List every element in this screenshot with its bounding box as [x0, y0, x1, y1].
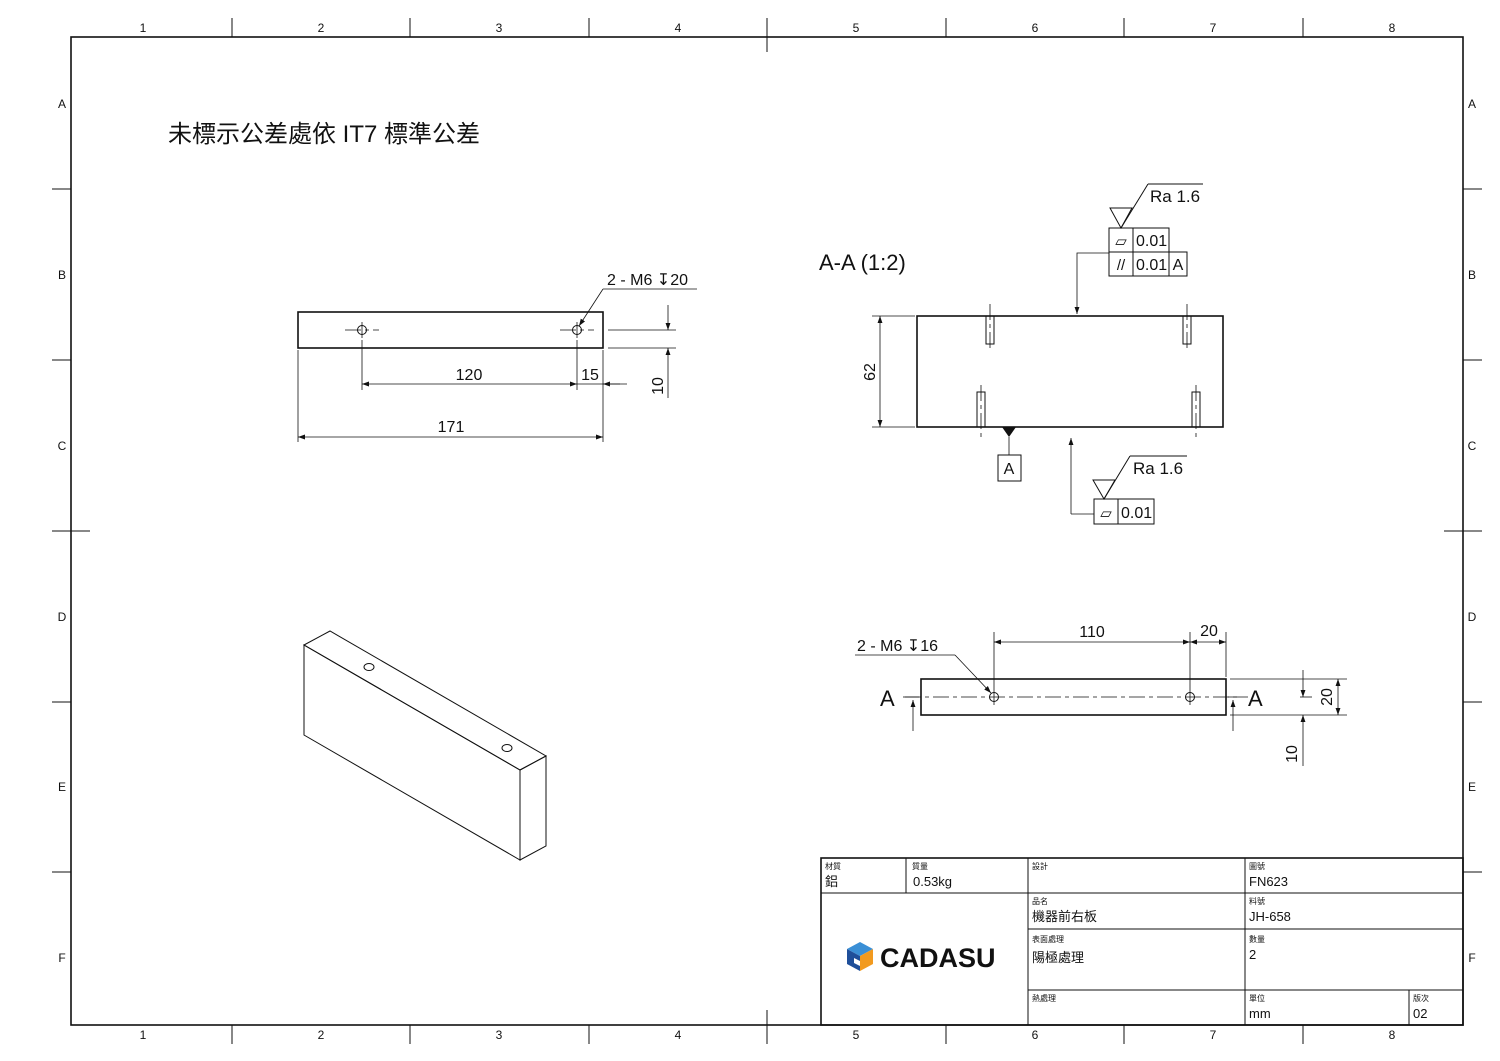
- mass-label: 質量: [912, 861, 928, 871]
- section-view: A-A (1:2) 62 Ra 1.6 ▱ 0.01 //: [819, 183, 1224, 525]
- row-label: D: [1468, 610, 1477, 624]
- gdt-top-datum: A: [1173, 257, 1184, 274]
- row-label: C: [1468, 439, 1477, 453]
- col-label: 1: [140, 1028, 147, 1042]
- material-label: 材質: [825, 861, 841, 871]
- col-label: 7: [1210, 1028, 1217, 1042]
- cadasu-logo: CADASU: [847, 942, 996, 973]
- col-label: 6: [1032, 1028, 1039, 1042]
- col-label: 5: [853, 1028, 860, 1042]
- row-label: B: [58, 268, 66, 282]
- title-block: 材質 鋁 質量 0.53kg 設計 圖號 FN623 品名 機器前右板 料號 J…: [820, 857, 1464, 1026]
- col-label: 2: [318, 21, 325, 35]
- dim-171: 171: [438, 419, 465, 436]
- bottom-roughness: Ra 1.6: [1133, 459, 1183, 478]
- quantity-label: 數量: [1249, 934, 1265, 944]
- col-label: 3: [496, 21, 503, 35]
- gdt-top-flatness: 0.01: [1136, 233, 1167, 250]
- revision-value: 02: [1413, 1006, 1427, 1021]
- section-title: A-A (1:2): [819, 250, 906, 275]
- hole-marker: [345, 322, 379, 338]
- front-view: 2 - M6 ↧16 110 20 A A 20 10: [855, 623, 1347, 766]
- drawing-no-value: FN623: [1249, 874, 1288, 889]
- revision-label: 版次: [1413, 993, 1429, 1003]
- top-hole-callout: 2 - M6 ↧20: [607, 272, 688, 289]
- drawing-no-label: 圖號: [1249, 861, 1265, 871]
- col-label: 1: [140, 21, 147, 35]
- row-label: D: [58, 610, 67, 624]
- col-label: 8: [1389, 1028, 1396, 1042]
- col-label: 8: [1389, 21, 1396, 35]
- col-label: 4: [675, 21, 682, 35]
- gdt-top-parallel: 0.01: [1136, 257, 1167, 274]
- surface-value: 陽極處理: [1032, 950, 1084, 965]
- isometric-view: [302, 630, 548, 861]
- top-roughness: Ra 1.6: [1150, 187, 1200, 206]
- flatness-icon: ▱: [1115, 233, 1127, 250]
- front-hole-callout: 2 - M6 ↧16: [857, 638, 938, 655]
- dim-110: 110: [1079, 624, 1105, 641]
- column-labels-top: 1 2 3 4 5 6 7 8: [140, 21, 1396, 35]
- col-label: 6: [1032, 21, 1039, 35]
- cube-icon: [847, 942, 873, 971]
- logo-text: CADASU: [880, 943, 996, 973]
- top-view: 2 - M6 ↧20 120 15 171 10: [297, 272, 697, 442]
- dim-10-top: 10: [650, 377, 667, 395]
- part-name-label: 品名: [1032, 896, 1048, 906]
- col-label: 2: [318, 1028, 325, 1042]
- column-labels-bottom: 1 2 3 4 5 6 7 8: [140, 1028, 1396, 1042]
- row-label: A: [58, 97, 66, 111]
- heat-label: 熱處理: [1032, 993, 1056, 1003]
- row-label: E: [1468, 780, 1476, 794]
- flatness-icon: ▱: [1100, 505, 1112, 522]
- dim-20-side: 20: [1319, 688, 1336, 706]
- section-outline: [916, 315, 1224, 428]
- quantity-value: 2: [1249, 947, 1256, 962]
- gdt-frame-bottom: ▱ 0.01: [1093, 498, 1155, 525]
- row-label: C: [58, 439, 67, 453]
- row-label: E: [58, 780, 66, 794]
- part-no-label: 料號: [1249, 896, 1265, 906]
- row-label: A: [1468, 97, 1476, 111]
- dim-10-front: 10: [1284, 745, 1301, 763]
- hole-marker: [363, 663, 375, 671]
- dim-120: 120: [456, 367, 483, 384]
- material-value: 鋁: [825, 874, 838, 889]
- tolerance-note: 未標示公差處依 IT7 標準公差: [168, 121, 480, 148]
- gdt-frame-top: ▱ 0.01 // 0.01 A: [1108, 227, 1188, 277]
- col-label: 5: [853, 21, 860, 35]
- surface-label: 表面處理: [1032, 934, 1064, 944]
- parallelism-icon: //: [1117, 257, 1126, 274]
- hole-marker: [560, 322, 594, 338]
- part-no-value: JH-658: [1249, 909, 1291, 924]
- top-view-outline: [297, 311, 604, 349]
- datum-label: A: [1004, 461, 1015, 478]
- gdt-bottom-flatness: 0.01: [1121, 505, 1152, 522]
- col-label: 4: [675, 1028, 682, 1042]
- row-label: F: [58, 951, 65, 965]
- designer-label: 設計: [1032, 861, 1048, 871]
- row-label: B: [1468, 268, 1476, 282]
- mass-value: 0.53kg: [913, 874, 952, 889]
- col-label: 3: [496, 1028, 503, 1042]
- hole-marker: [501, 744, 513, 752]
- row-labels-left: A B C D E F: [58, 97, 67, 965]
- col-label: 7: [1210, 21, 1217, 35]
- row-label: F: [1468, 951, 1475, 965]
- unit-label: 單位: [1249, 993, 1265, 1003]
- unit-value: mm: [1249, 1006, 1271, 1021]
- dim-20-top: 20: [1200, 623, 1218, 640]
- row-labels-right: A B C D E F: [1468, 97, 1477, 965]
- roughness-symbol: [1109, 207, 1133, 230]
- part-name-value: 機器前右板: [1032, 909, 1097, 924]
- dim-15: 15: [581, 367, 599, 384]
- datum-triangle: [1002, 427, 1016, 437]
- section-mark-left: A: [880, 686, 895, 711]
- sheet-frame: [52, 18, 1482, 1044]
- dim-62: 62: [862, 363, 879, 381]
- section-mark-right: A: [1248, 686, 1263, 711]
- roughness-symbol: [1092, 479, 1116, 500]
